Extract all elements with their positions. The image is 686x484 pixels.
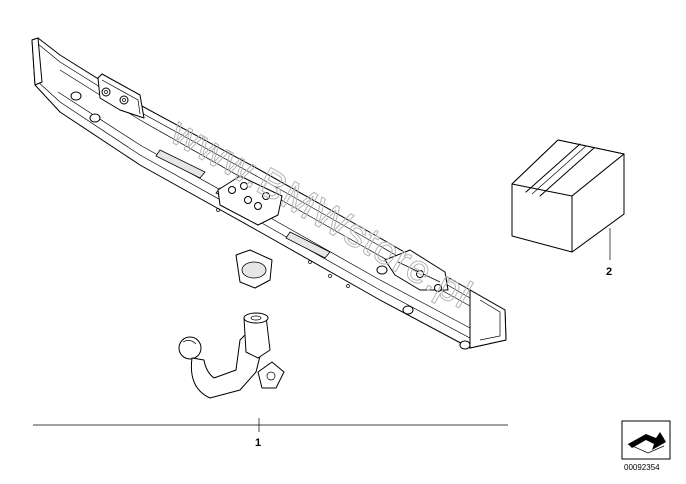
nav-arrow-icon[interactable] bbox=[621, 420, 671, 460]
callout-2: 2 bbox=[606, 266, 612, 278]
detachable-ball-neck bbox=[178, 312, 285, 399]
installation-kit-box-icon bbox=[511, 139, 625, 253]
diagram-number: 00092354 bbox=[624, 463, 660, 472]
watermark-text: www.BMWstore.pl bbox=[163, 109, 480, 317]
callout-1: 1 bbox=[255, 437, 261, 449]
part-1-bracket-line bbox=[33, 418, 508, 432]
tow-bar-crossbeam bbox=[31, 37, 507, 350]
